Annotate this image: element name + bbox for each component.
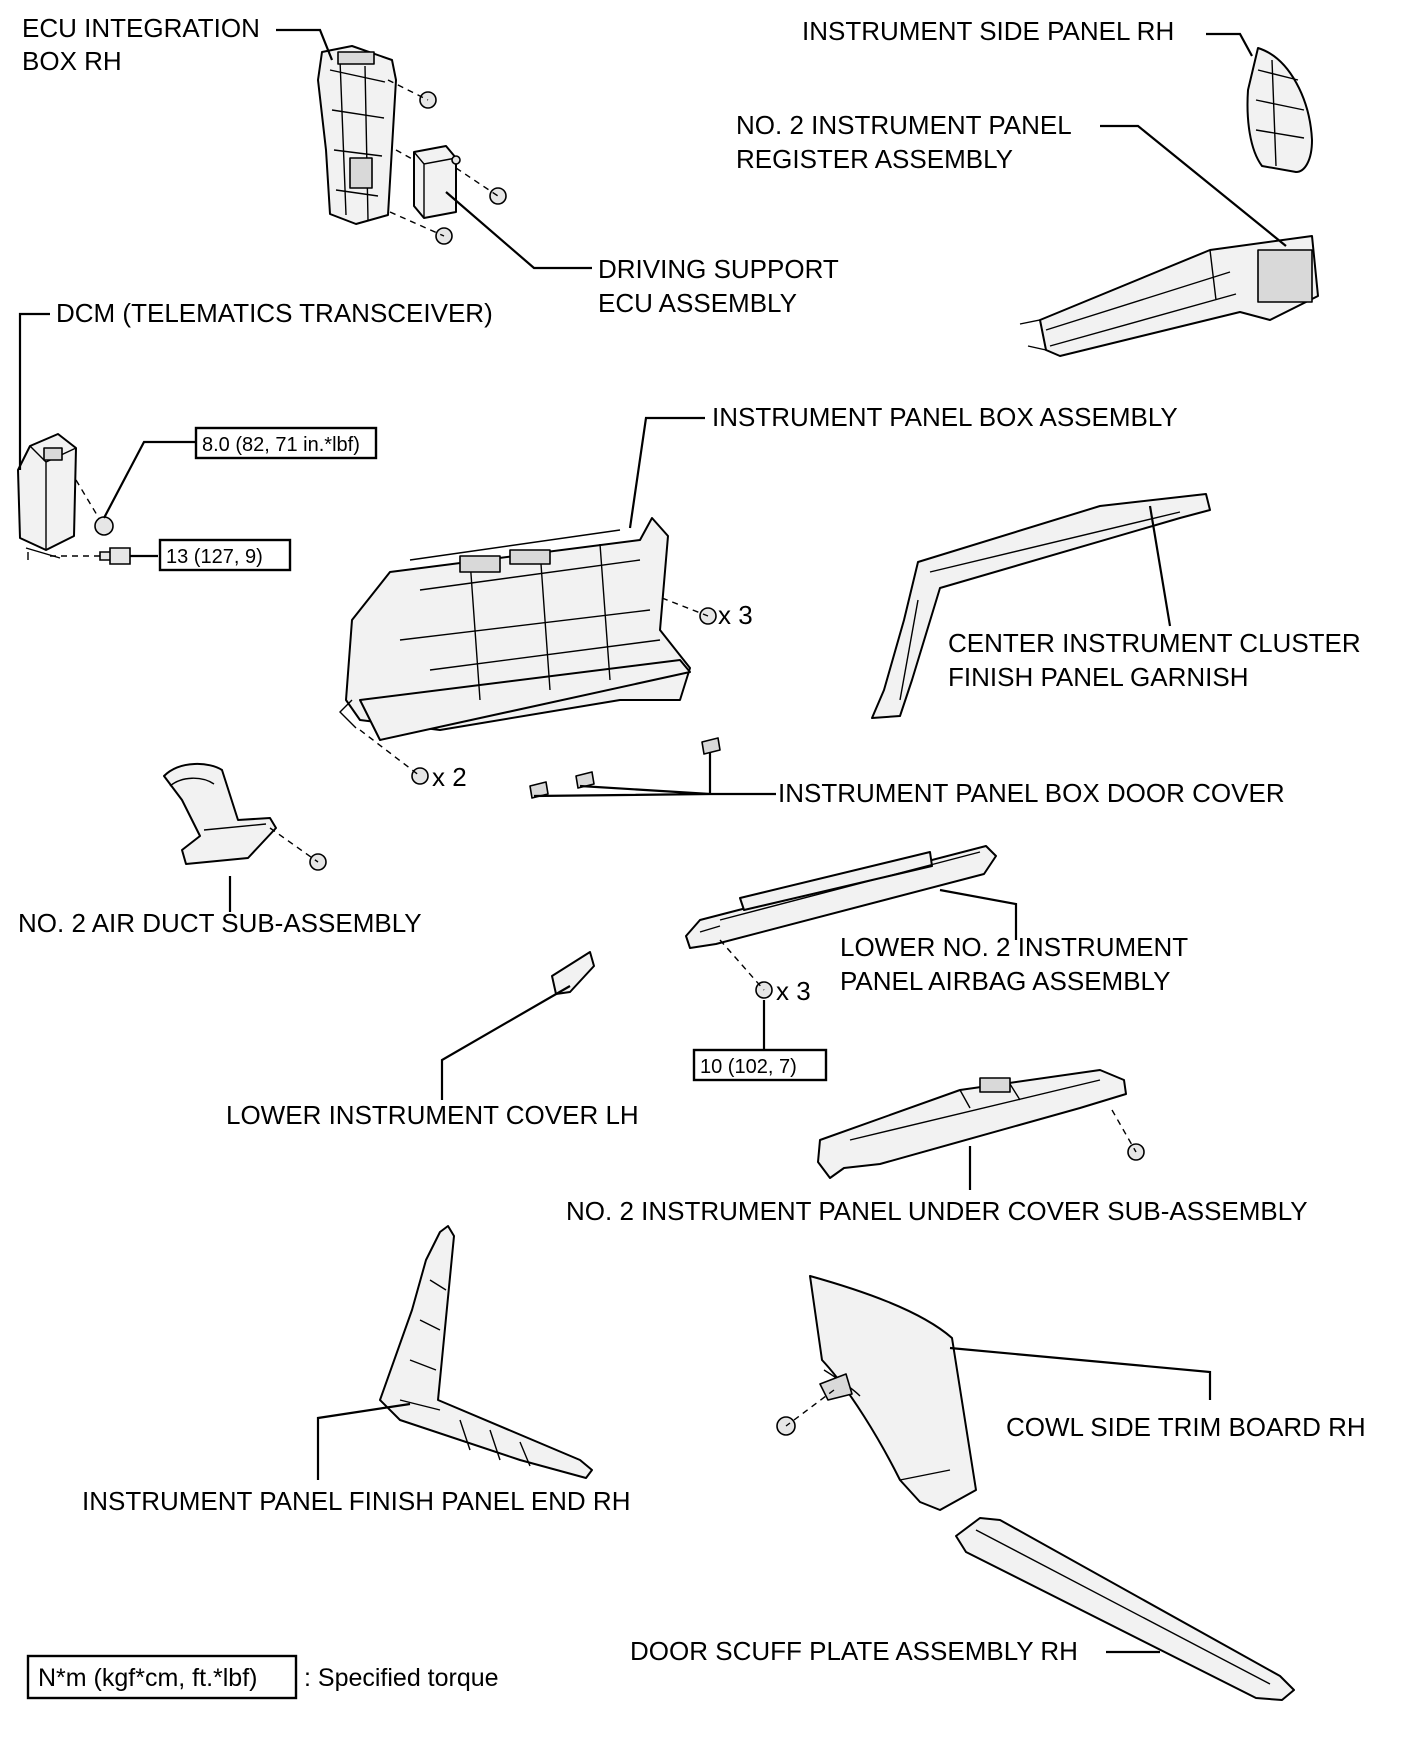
label-driving-ecu-line1: DRIVING SUPPORT	[598, 254, 839, 284]
ecu-integration-box-drawing	[317, 45, 397, 225]
cowl-side-trim-drawing	[809, 1275, 977, 1511]
box-screw-left	[411, 767, 429, 785]
torque-dcm-bolt: 13 (127, 9)	[166, 546, 263, 568]
label-scuff-plate: DOOR SCUFF PLATE ASSEMBLY RH	[630, 1636, 1078, 1666]
label-driving-support-ecu: DRIVING SUPPORT ECU ASSEMBLY	[598, 254, 846, 318]
label-instrument-side-panel: INSTRUMENT SIDE PANEL RH	[802, 16, 1174, 46]
label-center-garnish: CENTER INSTRUMENT CLUSTER FINISH PANEL G…	[948, 628, 1368, 692]
leader-register	[1100, 124, 1287, 247]
under-cover-drawing	[817, 1069, 1127, 1179]
label-ecu-integration-box-line1: ECU INTEGRATION	[22, 13, 260, 43]
under-cover-guide	[1111, 1109, 1137, 1153]
ecu-nut-right	[489, 187, 507, 205]
leader-finish-end	[316, 1402, 411, 1480]
dcm-nut	[94, 516, 114, 536]
label-airbag-line2: PANEL AIRBAG ASSEMBLY	[840, 966, 1170, 996]
label-ecu-integration-box-line2: BOX RH	[22, 46, 122, 76]
instrument-panel-box-drawing	[339, 517, 691, 741]
label-center-garnish-line2: FINISH PANEL GARNISH	[948, 662, 1249, 692]
label-register-line1: NO. 2 INSTRUMENT PANEL	[736, 110, 1071, 140]
register-assembly-drawing	[1019, 235, 1319, 357]
dcm-drawing	[17, 433, 77, 560]
leader-lower-cover	[440, 985, 571, 1100]
scuff-plate-drawing	[955, 1517, 1295, 1701]
air-duct-drawing	[163, 762, 277, 865]
air-duct-guide	[269, 827, 319, 863]
torque-box-airbag	[692, 1048, 828, 1082]
center-garnish-drawing	[871, 493, 1211, 719]
torque-box-dcm-bolt	[158, 538, 292, 572]
airbag-bolt-guide	[719, 939, 765, 991]
legend-text: : Specified torque	[304, 1664, 499, 1692]
leader-cowl-side	[949, 1346, 1212, 1400]
legend-unit: N*m (kgf*cm, ft.*lbf)	[38, 1664, 257, 1692]
label-lower-cover-lh: LOWER INSTRUMENT COVER LH	[226, 1100, 639, 1130]
qty-box-right: x 3	[718, 600, 753, 630]
label-airbag-line1: LOWER NO. 2 INSTRUMENT	[840, 932, 1188, 962]
label-register-assembly: NO. 2 INSTRUMENT PANEL REGISTER ASSEMBLY	[736, 110, 1078, 174]
leader-airbag	[939, 888, 1018, 940]
legend-box	[26, 1654, 298, 1700]
leader-center-garnish	[1148, 505, 1172, 627]
door-cover-clips-drawing	[529, 737, 721, 799]
leader-side-panel	[1206, 32, 1253, 57]
label-airbag-assembly: LOWER NO. 2 INSTRUMENT PANEL AIRBAG ASSE…	[840, 932, 1195, 996]
label-instrument-panel-box: INSTRUMENT PANEL BOX ASSEMBLY	[712, 402, 1178, 432]
label-register-line2: REGISTER ASSEMBLY	[736, 144, 1013, 174]
label-box-door-cover: INSTRUMENT PANEL BOX DOOR COVER	[778, 778, 1285, 808]
driving-support-ecu-drawing	[413, 145, 461, 219]
cowl-side-guide	[785, 1389, 835, 1427]
label-driving-ecu-line2: ECU ASSEMBLY	[598, 288, 797, 318]
dcm-fastener-guides	[50, 479, 108, 557]
qty-airbag: x 3	[776, 976, 811, 1006]
label-cowl-side-trim: COWL SIDE TRIM BOARD RH	[1006, 1412, 1366, 1442]
label-dcm: DCM (TELEMATICS TRANSCEIVER)	[56, 298, 493, 328]
leader-ecu-box	[276, 28, 334, 61]
airbag-assembly-drawing	[685, 845, 997, 949]
dcm-bolt	[99, 547, 131, 565]
leader-dcm-nut	[103, 440, 196, 519]
label-ecu-integration-box: ECU INTEGRATION BOX RH	[22, 13, 267, 76]
label-under-cover: NO. 2 INSTRUMENT PANEL UNDER COVER SUB-A…	[566, 1196, 1308, 1226]
torque-box-dcm-nut	[194, 426, 378, 460]
leader-dcm	[18, 312, 50, 470]
label-finish-panel-end: INSTRUMENT PANEL FINISH PANEL END RH	[82, 1486, 631, 1516]
torque-dcm-nut: 8.0 (82, 71 in.*lbf)	[202, 434, 360, 456]
lower-cover-lh-drawing	[551, 951, 595, 995]
label-air-duct: NO. 2 AIR DUCT SUB-ASSEMBLY	[18, 908, 422, 938]
qty-box-left: x 2	[432, 762, 467, 792]
finish-panel-end-drawing	[379, 1225, 593, 1479]
instrument-side-panel-drawing	[1246, 47, 1313, 173]
leader-panel-box	[628, 416, 705, 529]
box-screw-guides	[359, 597, 709, 777]
leader-door-cover	[533, 752, 776, 798]
leader-driving-ecu	[445, 191, 592, 270]
label-center-garnish-line1: CENTER INSTRUMENT CLUSTER	[948, 628, 1361, 658]
torque-airbag-bolt: 10 (102, 7)	[700, 1056, 797, 1078]
